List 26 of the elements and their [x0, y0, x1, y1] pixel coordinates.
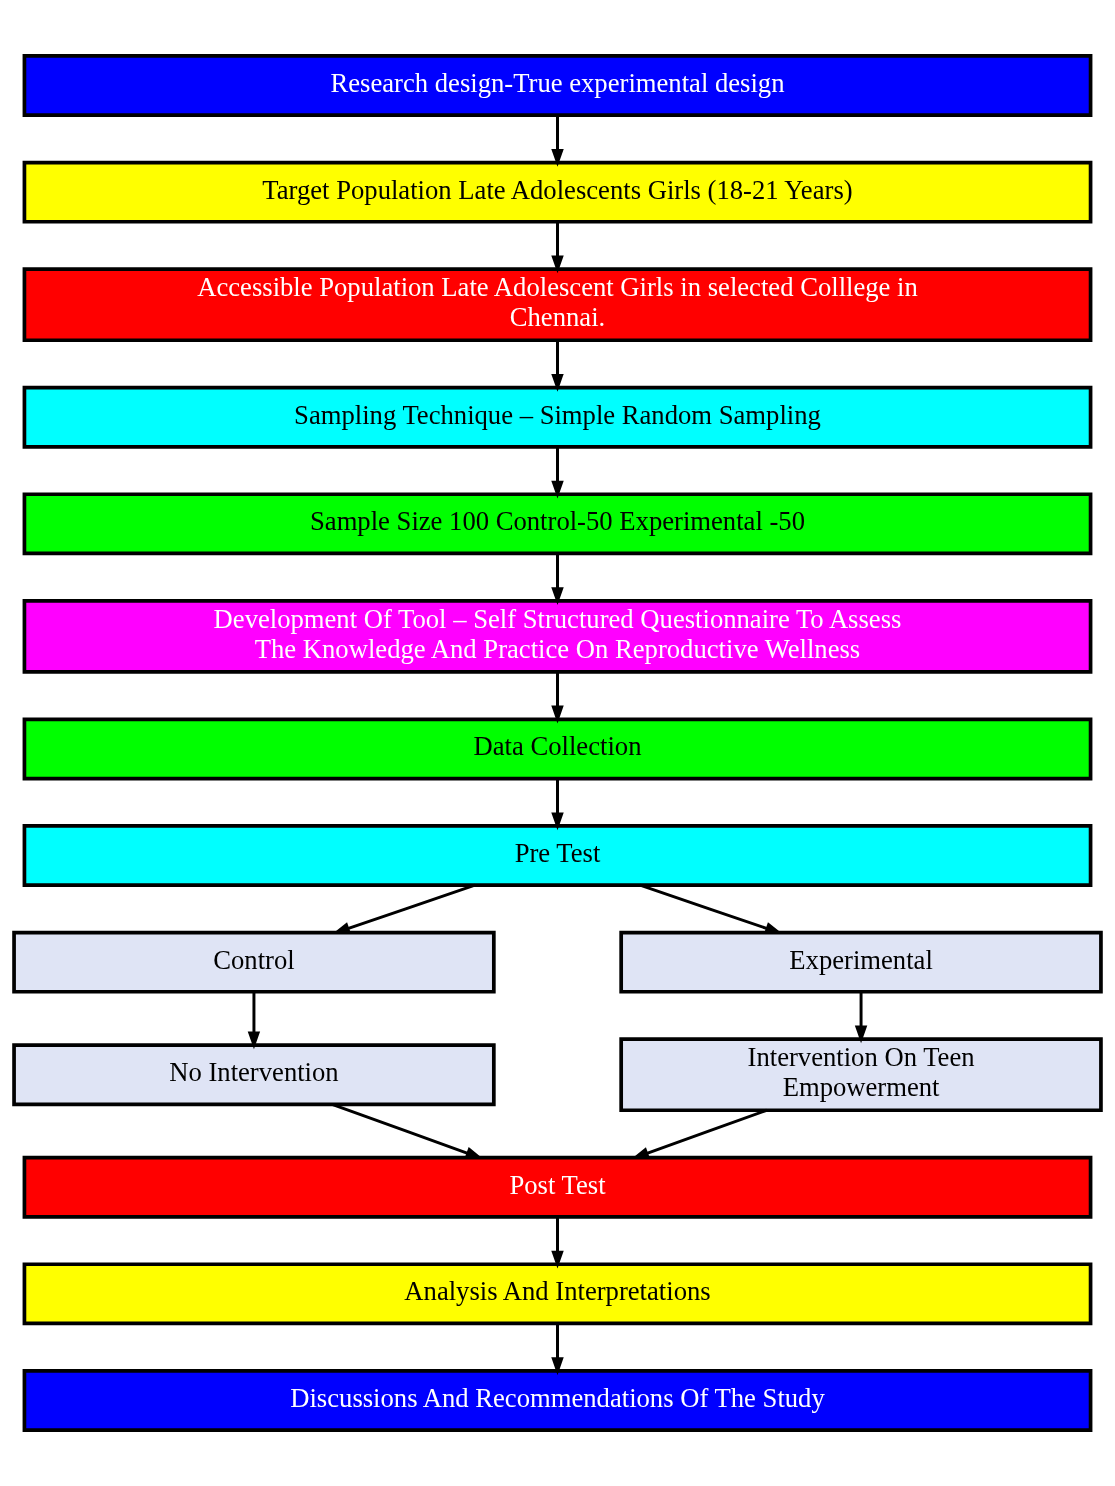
node-box: Experimental	[619, 930, 1103, 994]
arrow	[551, 778, 564, 831]
arrow	[551, 115, 564, 167]
arrow	[551, 1323, 564, 1376]
node-box: Accessible Population Late Adolescent Girls in selected Colllege in Chennai.	[22, 267, 1093, 343]
arrow	[551, 221, 564, 274]
node-box: Sample Size 100 Control-50 Experimental -50	[22, 492, 1093, 556]
node-box: Target Population Late Adolescents Girls (18-21 Years)	[22, 160, 1093, 224]
arrow	[247, 991, 261, 1050]
node-box: Post Test	[22, 1155, 1093, 1219]
node-box: Research design-True experimental design	[22, 54, 1093, 117]
arrow	[551, 1217, 564, 1269]
node-box: Control	[12, 930, 496, 994]
arrow	[551, 553, 564, 605]
node-box: Development Of Tool – Self Structured Questionnaire To Assess The Knowledge And Practice On Reproductive Wellness	[22, 599, 1093, 674]
arrow	[551, 340, 564, 392]
node-box: Analysis And Interpretations	[22, 1262, 1093, 1326]
node-box: Pre Test	[22, 824, 1093, 887]
node-box: Intervention On Teen Empowerment	[619, 1037, 1103, 1113]
node-box: No Intervention	[12, 1043, 496, 1107]
node-box: Discussions And Recommendations Of The Study	[22, 1369, 1093, 1432]
arrow	[854, 991, 868, 1044]
arrow	[551, 447, 564, 499]
arrow	[551, 671, 564, 724]
node-box: Sampling Technique – Simple Random Sampling	[22, 385, 1093, 449]
node-box: Data Collection	[22, 717, 1093, 781]
